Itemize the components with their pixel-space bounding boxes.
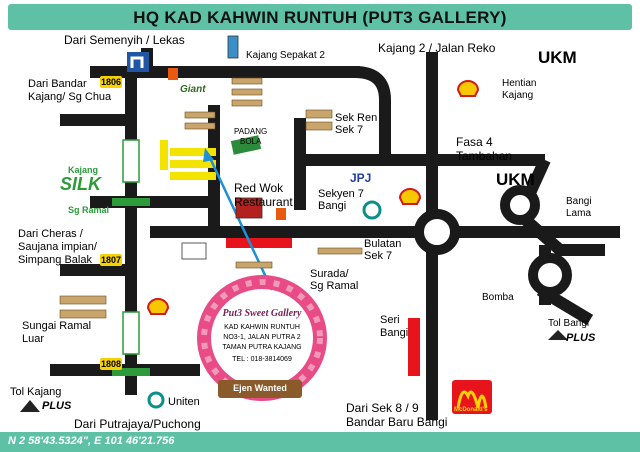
label-seri-2: Bangi xyxy=(380,327,409,339)
label-semenyih: Dari Semenyih / Lekas xyxy=(64,33,185,47)
red-wok-building xyxy=(235,197,263,219)
label-kajang-silk: Kajang xyxy=(68,165,99,175)
label-bandar-kajang-2: Kajang/ Sg Chua xyxy=(28,91,112,103)
road-badge-1807: 1807 xyxy=(100,254,122,266)
ribbon-text: Ejen Wanted xyxy=(233,383,287,393)
label-giant: Giant xyxy=(180,84,206,95)
label-sek-ren-2: Sek 7 xyxy=(335,124,364,136)
mcdonalds-arches-icon xyxy=(456,390,488,409)
label-surada-2: Sg Ramal xyxy=(310,280,359,292)
red-block-vertical xyxy=(408,318,420,376)
card-line1: KAD KAHWIN RUNTUH xyxy=(224,324,300,331)
toll-kajang-icon xyxy=(20,400,40,412)
yellow-block-1 xyxy=(170,148,216,156)
yellow-block-left xyxy=(160,140,168,170)
label-hentian-2: Kajang xyxy=(502,90,534,101)
shell-jpj-icon xyxy=(398,188,422,205)
label-sungai-2: Luar xyxy=(22,333,45,345)
map-title: HQ KAD KAHWIN RUNTUH (PUT3 GALLERY) xyxy=(133,8,507,27)
label-sek89-2: Bandar Baru Bangi xyxy=(346,415,448,429)
label-red-wok-2: Restaurant xyxy=(234,195,293,209)
label-ukm-top: UKM xyxy=(538,48,577,67)
label-kajang-sepakat: Kajang Sepakat 2 xyxy=(246,50,325,61)
silk-marker-1 xyxy=(112,198,150,206)
highway-route-icon xyxy=(127,52,149,72)
card-title: Put3 Sweet Gallery xyxy=(222,308,302,319)
ukm-branch-road xyxy=(516,210,605,256)
mcdonalds-sign xyxy=(452,380,492,414)
label-sungai-1: Sungai Ramal xyxy=(22,320,92,332)
ukm-roundabout xyxy=(500,185,540,225)
label-bomba: Bomba xyxy=(482,292,514,303)
label-putrajaya: Dari Putrajaya/Puchong xyxy=(74,417,201,431)
ribbon-banner xyxy=(218,380,302,398)
silk-sign-1 xyxy=(122,139,140,183)
silk-logo: SILK xyxy=(60,174,102,194)
label-fasa-1: Fasa 4 xyxy=(456,135,493,149)
petronas-jpj-icon xyxy=(362,200,382,220)
label-sek-ren-1: Sek Ren xyxy=(335,112,378,124)
label-bulatan-2: Sek 7 xyxy=(364,250,393,262)
label-kajang2: Kajang 2 / Jalan Reko xyxy=(378,41,496,55)
label-sekyen-2: Bangi xyxy=(318,200,347,212)
label-plus-left: PLUS xyxy=(42,400,72,412)
coordinates-bar: N 2 58'43.5324", E 101 46'21.756 xyxy=(0,432,640,452)
kajang2-curve xyxy=(354,66,391,160)
label-uniten: Uniten xyxy=(168,396,200,408)
shell-sungai-icon xyxy=(146,298,170,315)
label-mcdonalds: McDonald's xyxy=(454,407,488,413)
road-badge-1806: 1806 xyxy=(100,76,122,88)
building-left xyxy=(181,242,207,260)
silk-sign-2 xyxy=(122,311,140,355)
location-arrowhead xyxy=(203,148,214,162)
label-surada-1: Surada/ xyxy=(310,268,349,280)
yellow-block-2 xyxy=(170,160,216,168)
label-bulatan-1: Bulatan xyxy=(364,238,402,250)
bomba-roundabout xyxy=(528,253,572,297)
label-seri-1: Seri xyxy=(380,314,400,326)
label-fasa-2: Tambahan xyxy=(456,149,513,163)
label-padang-2: BOLA xyxy=(240,137,262,146)
padang-bola-field xyxy=(230,135,262,155)
label-sekyen-1: Sekyen 7 xyxy=(318,188,364,200)
silk-marker-2 xyxy=(112,368,150,376)
shell-hentian-icon xyxy=(456,80,480,97)
title-bar: HQ KAD KAHWIN RUNTUH (PUT3 GALLERY) xyxy=(8,4,632,30)
coordinates-text: N 2 58'43.5324", E 101 46'21.756 xyxy=(8,435,175,447)
houses-group xyxy=(59,77,363,319)
label-ukm-mid: UKM xyxy=(496,170,535,189)
card-line2: NO3-1, JALAN PUTRA 2 xyxy=(223,334,301,341)
yellow-block-3 xyxy=(170,172,216,180)
red-block-horizontal xyxy=(226,238,292,248)
road-badge-1808: 1808 xyxy=(100,358,122,370)
seven-eleven-1 xyxy=(168,68,178,80)
label-bangi-lama-1: Bangi xyxy=(566,196,592,207)
label-bangi-lama-2: Lama xyxy=(566,208,592,219)
label-sek89-1: Dari Sek 8 / 9 xyxy=(346,401,419,415)
label-bandar-kajang-1: Dari Bandar xyxy=(28,78,87,90)
card-line3: TAMAN PUTRA KAJANG xyxy=(222,344,302,351)
label-padang-1: PADANG xyxy=(234,127,268,136)
label-plus-right: PLUS xyxy=(566,332,596,344)
building-kajang-sepakat xyxy=(227,35,239,59)
card-line4: TEL : 018-3814069 xyxy=(232,356,292,363)
label-red-wok-1: Red Wok xyxy=(234,181,284,195)
bulatan-roundabout xyxy=(414,209,460,255)
label-tol-bangi: Tol Bangi xyxy=(548,318,590,329)
label-cheras-1: Dari Cheras / xyxy=(18,228,83,240)
label-tol-kajang: Tol Kajang xyxy=(10,386,62,398)
label-cheras-2: Saujana impian/ xyxy=(18,241,97,253)
label-jpj: JPJ xyxy=(350,171,372,185)
label-cheras-3: Simpang Balak xyxy=(18,254,92,266)
label-sg-ramal: Sg Ramal xyxy=(68,205,110,215)
seven-eleven-2 xyxy=(276,208,286,220)
toll-bangi-icon xyxy=(548,330,568,340)
label-hentian-1: Hentian xyxy=(502,78,537,89)
petronas-uniten-icon xyxy=(147,391,165,409)
